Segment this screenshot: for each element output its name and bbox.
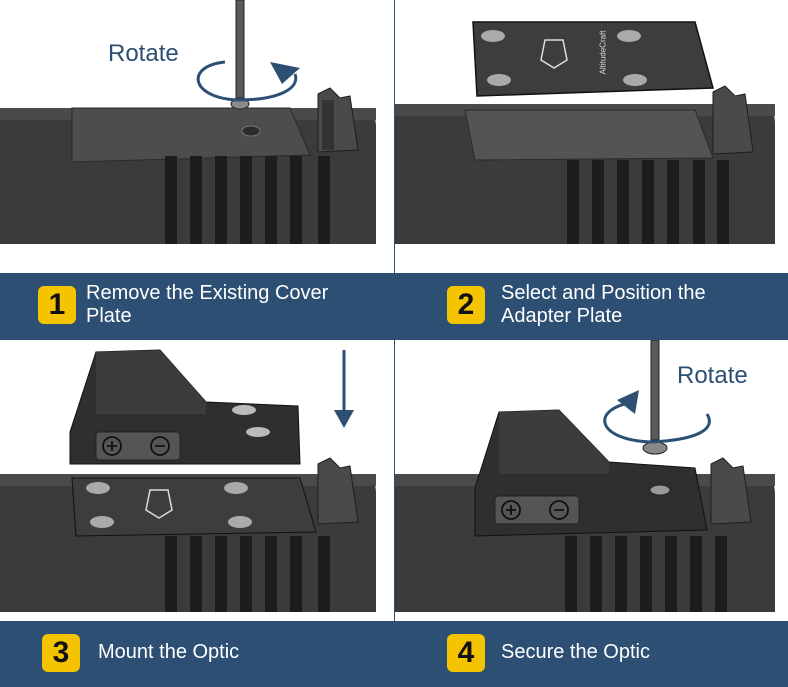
step-1-panel: Rotate 1 Remove the Existing Cover Plate — [0, 0, 394, 339]
step-3-illustration — [0, 349, 376, 612]
step-1-banner: 1 Remove the Existing Cover Plate — [0, 273, 394, 339]
rotate-label-2: Rotate — [677, 362, 748, 389]
step-2-banner: 2 Select and Position the Adapter Plate — [395, 273, 788, 339]
horizontal-divider — [0, 339, 788, 340]
plate-brand-text: AltitudeCraft — [598, 30, 608, 75]
step-1-caption-line-1: Remove the Existing Cover — [86, 282, 329, 304]
rotate-label-1: Rotate — [108, 40, 179, 67]
step-2-caption-line-1: Select and Position the — [501, 282, 706, 304]
step-4-panel: Rotate 4 Secure the Optic — [395, 340, 788, 687]
step-4-caption: Secure the Optic — [501, 641, 650, 663]
step-1-caption: Remove the Existing Cover Plate — [86, 282, 376, 328]
step-1-caption-line-2: Plate — [86, 305, 132, 327]
step-4-illustration — [395, 340, 775, 612]
step-3-panel: 3 Mount the Optic — [0, 340, 394, 687]
step-3-badge: 3 — [42, 634, 80, 672]
step-2-illustration — [395, 21, 775, 244]
vertical-divider — [394, 0, 395, 687]
step-2-caption-line-2: Adapter Plate — [501, 305, 623, 327]
step-1-badge: 1 — [38, 286, 76, 324]
step-2-panel: AltitudeCraft 2 Select and Position the … — [395, 0, 788, 339]
step-2-badge: 2 — [447, 286, 485, 324]
step-4-badge: 4 — [447, 634, 485, 672]
step-3-banner: 3 Mount the Optic — [0, 621, 394, 687]
step-2-caption: Select and Position the Adapter Plate — [501, 282, 788, 328]
step-4-banner: 4 Secure the Optic — [395, 621, 788, 687]
step-1-illustration — [0, 0, 376, 244]
step-3-caption: Mount the Optic — [98, 641, 240, 663]
